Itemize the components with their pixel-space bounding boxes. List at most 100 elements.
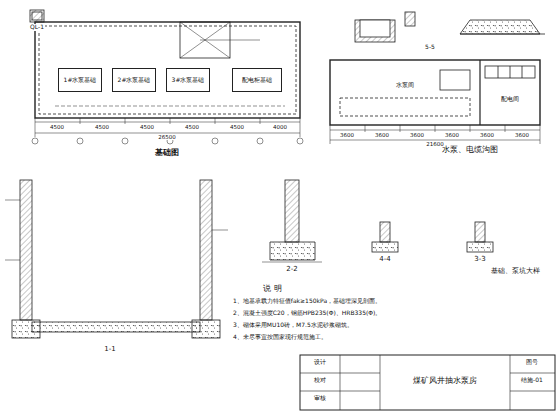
section-label: 基础、泵坑大样 — [490, 268, 541, 276]
drawing-stroke — [262, 262, 322, 263]
node-text: 3#水泵基础 — [170, 76, 207, 85]
section-label: 水泵间 — [395, 82, 415, 89]
dimension: 4500 — [49, 124, 65, 130]
drawing-stroke — [485, 66, 535, 78]
drawing-stroke — [297, 138, 303, 144]
drawing-stroke — [32, 12, 42, 20]
section-label: 3-3 — [473, 256, 486, 264]
section-label: 5-5 — [424, 44, 436, 51]
general-note: 3、砌体采用MU10砖，M7.5水泥砂浆砌筑。 — [232, 322, 354, 329]
dimension: 3600 — [374, 132, 390, 138]
drawing-stroke — [510, 66, 511, 78]
drawing-stroke — [400, 125, 401, 132]
section-2-2 — [262, 180, 322, 262]
title-block-text: 设计 — [313, 359, 327, 366]
equipment-foundation: 3#水泵基础 — [166, 68, 210, 92]
drawing-stroke — [77, 138, 83, 144]
drawing-stroke — [522, 66, 523, 78]
drawing-stroke — [80, 118, 81, 124]
drawing-stroke — [35, 22, 300, 118]
drawing-stroke — [300, 373, 380, 374]
drawing-stroke — [355, 20, 395, 42]
dimension: 4500 — [139, 124, 155, 130]
dimension: 3600 — [339, 132, 355, 138]
dimension: 4000 — [272, 124, 288, 130]
node-text: 1#水泵基础 — [62, 76, 99, 85]
title-block-cell: 煤矿风井抽水泵房 — [385, 358, 505, 404]
drawing-stroke — [479, 60, 480, 125]
node-text: 2#水泵基础 — [116, 76, 153, 85]
drawing-stroke — [540, 125, 541, 144]
drawing-stroke — [475, 222, 485, 242]
pump-cable-trench-plan — [330, 12, 545, 144]
drawing-stroke — [467, 242, 493, 252]
dimension: 3600 — [479, 132, 495, 138]
drawing-stroke — [55, 106, 285, 107]
drawing-stroke — [510, 373, 555, 374]
drawing-stroke — [260, 118, 261, 124]
dimension: 3600 — [514, 132, 530, 138]
dimension: 4500 — [229, 124, 245, 130]
drawing-stroke — [470, 125, 471, 132]
title-block-text: 审核 — [313, 395, 327, 402]
drawing-stroke — [505, 125, 506, 132]
drawing-stroke — [257, 138, 263, 144]
drawing-stroke — [380, 355, 381, 410]
drawing-stroke — [360, 20, 390, 37]
drawing-stroke — [125, 118, 126, 124]
drawing-stroke — [122, 138, 128, 144]
title-block-text: 校对 — [313, 377, 327, 384]
drawing-stroke — [5, 260, 20, 261]
drawing-stroke — [330, 60, 540, 125]
drawing-stroke — [300, 118, 301, 137]
drawing-stroke — [20, 180, 32, 320]
drawing-stroke — [380, 222, 390, 242]
node-text: 配电柜基础 — [240, 76, 274, 85]
section-label: 1-1 — [103, 346, 116, 354]
general-note: 4、未尽事宜按国家现行规范施工。 — [232, 334, 328, 341]
dimension: 4500 — [184, 124, 200, 130]
drawing-title: 基础图 — [154, 149, 180, 158]
dimension: 4500 — [94, 124, 110, 130]
drawing-stroke — [285, 180, 299, 242]
equipment-foundation: 1#水泵基础 — [58, 68, 102, 92]
drawing-stroke — [340, 355, 341, 410]
drawing-stroke — [330, 125, 331, 144]
drawing-stroke — [170, 118, 171, 124]
drawing-stroke — [440, 70, 470, 90]
drawing-stroke — [215, 118, 216, 124]
pit-sections — [372, 222, 493, 252]
drawing-stroke — [405, 12, 415, 26]
dimension: 26500 — [157, 134, 177, 140]
drawing-stroke — [365, 125, 366, 132]
equipment-foundation: 2#水泵基础 — [112, 68, 156, 92]
node-text: 煤矿风井抽水泵房 — [411, 375, 479, 386]
drawing-stroke — [270, 242, 315, 260]
drawing-stroke — [510, 391, 555, 392]
foundation-plan — [32, 22, 303, 144]
drawing-stroke — [372, 242, 398, 252]
drawing-stroke — [5, 200, 20, 201]
section-label: 水泵、电缆沟图 — [441, 146, 499, 155]
drawing-stroke — [498, 66, 499, 78]
section-label: 2-2 — [285, 266, 298, 274]
dimension: 21600 — [425, 141, 445, 147]
drawing-stroke — [200, 40, 260, 41]
equipment-foundation: 配电柜基础 — [232, 68, 282, 92]
drawing-stroke — [435, 125, 436, 132]
drawing-stroke — [460, 34, 545, 35]
drawing-stroke — [212, 230, 228, 231]
drawing-stroke — [510, 355, 511, 410]
dimension: 3600 — [409, 132, 425, 138]
drawing-stroke — [300, 355, 555, 410]
general-note: 2、混凝土强度C20，钢筋HPB235(Φ)、HRB335(Φ)。 — [232, 310, 382, 317]
section-label: 4-4 — [378, 256, 391, 264]
dimension: 3600 — [444, 132, 460, 138]
drawing-stroke — [200, 180, 212, 320]
drawing-stroke — [32, 138, 38, 144]
section-label: QL-1 — [29, 24, 45, 31]
title-block-text: 图号 — [525, 359, 539, 366]
drawing-stroke — [300, 391, 380, 392]
ring-beam-section — [30, 10, 44, 22]
section-1-1 — [5, 180, 228, 338]
